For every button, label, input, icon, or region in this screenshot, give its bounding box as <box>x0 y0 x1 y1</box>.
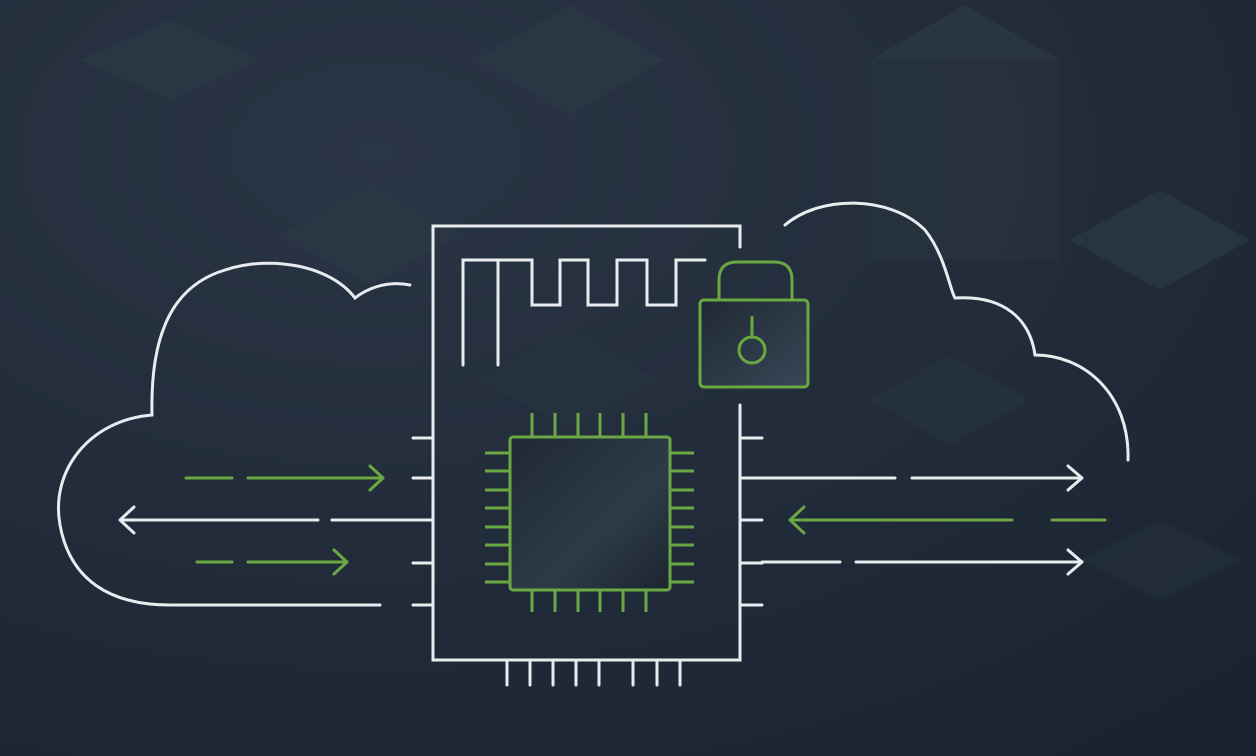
antenna-icon <box>461 258 707 367</box>
board-pins <box>411 436 764 687</box>
arrow-icon <box>760 548 1084 576</box>
arrow-icon <box>788 505 1107 535</box>
lock-icon <box>698 260 810 389</box>
arrow-icon <box>760 464 1084 492</box>
data-arrows <box>118 464 1107 576</box>
circuit-board-icon <box>411 224 764 687</box>
cpu-chip-icon <box>485 413 694 612</box>
arrow-icon <box>118 505 435 535</box>
background-cubes <box>80 5 1250 600</box>
arrow-icon <box>195 548 349 576</box>
cloud-icon <box>57 201 1130 607</box>
arrow-icon <box>184 464 385 492</box>
